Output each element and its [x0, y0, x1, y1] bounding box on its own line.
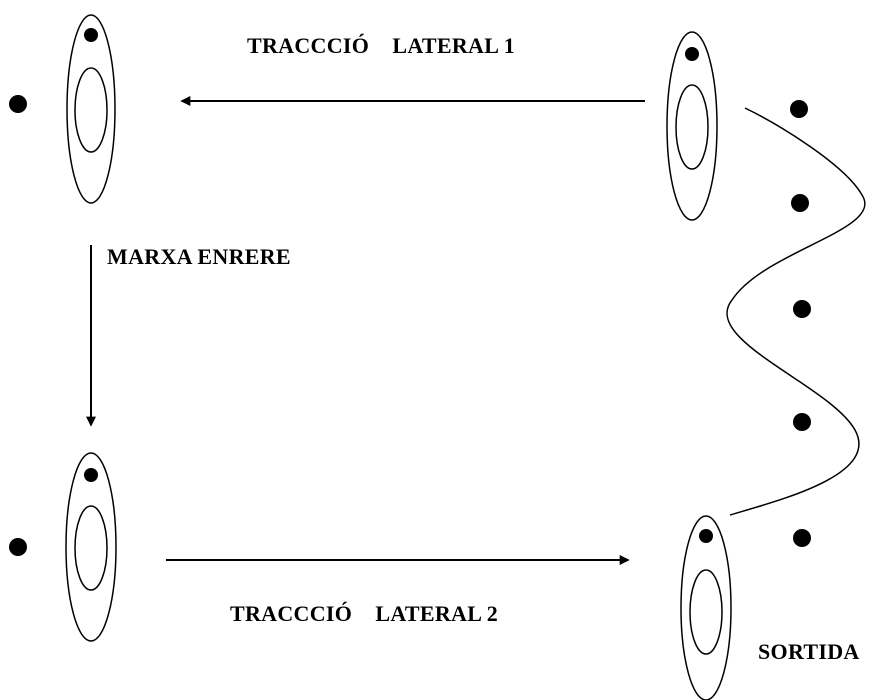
cone-dot	[793, 413, 811, 431]
player-head-dot	[84, 28, 98, 42]
player-top-right	[666, 31, 718, 221]
label-lateral-traction-2: TRACCCIÓ LATERAL 2	[230, 601, 499, 626]
player-bottom-right	[680, 515, 732, 700]
player-inner-ellipse	[74, 505, 108, 591]
cone-dot	[790, 100, 808, 118]
player-outer-ellipse	[666, 31, 718, 221]
cone-row	[790, 100, 811, 547]
player-head-dot	[699, 529, 713, 543]
cone-dot	[791, 194, 809, 212]
player-outer-ellipse	[65, 452, 117, 642]
marker-dot-left-top	[9, 95, 27, 113]
player-outer-ellipse	[680, 515, 732, 700]
player-inner-ellipse	[675, 84, 709, 170]
cone-dot	[793, 529, 811, 547]
label-start: SORTIDA	[758, 639, 860, 664]
player-top-left	[66, 14, 116, 204]
player-head-dot	[84, 468, 98, 482]
player-inner-ellipse	[689, 569, 723, 655]
slalom-path	[726, 107, 866, 516]
player-bottom-left	[65, 452, 117, 642]
cone-dot	[793, 300, 811, 318]
player-inner-ellipse	[74, 67, 108, 153]
label-lateral-traction-1: TRACCCIÓ LATERAL 1	[247, 33, 516, 58]
player-head-dot	[685, 47, 699, 61]
player-outer-ellipse	[66, 14, 116, 204]
marker-dot-left-bottom	[9, 538, 27, 556]
label-backward-march: MARXA ENRERE	[107, 244, 291, 269]
